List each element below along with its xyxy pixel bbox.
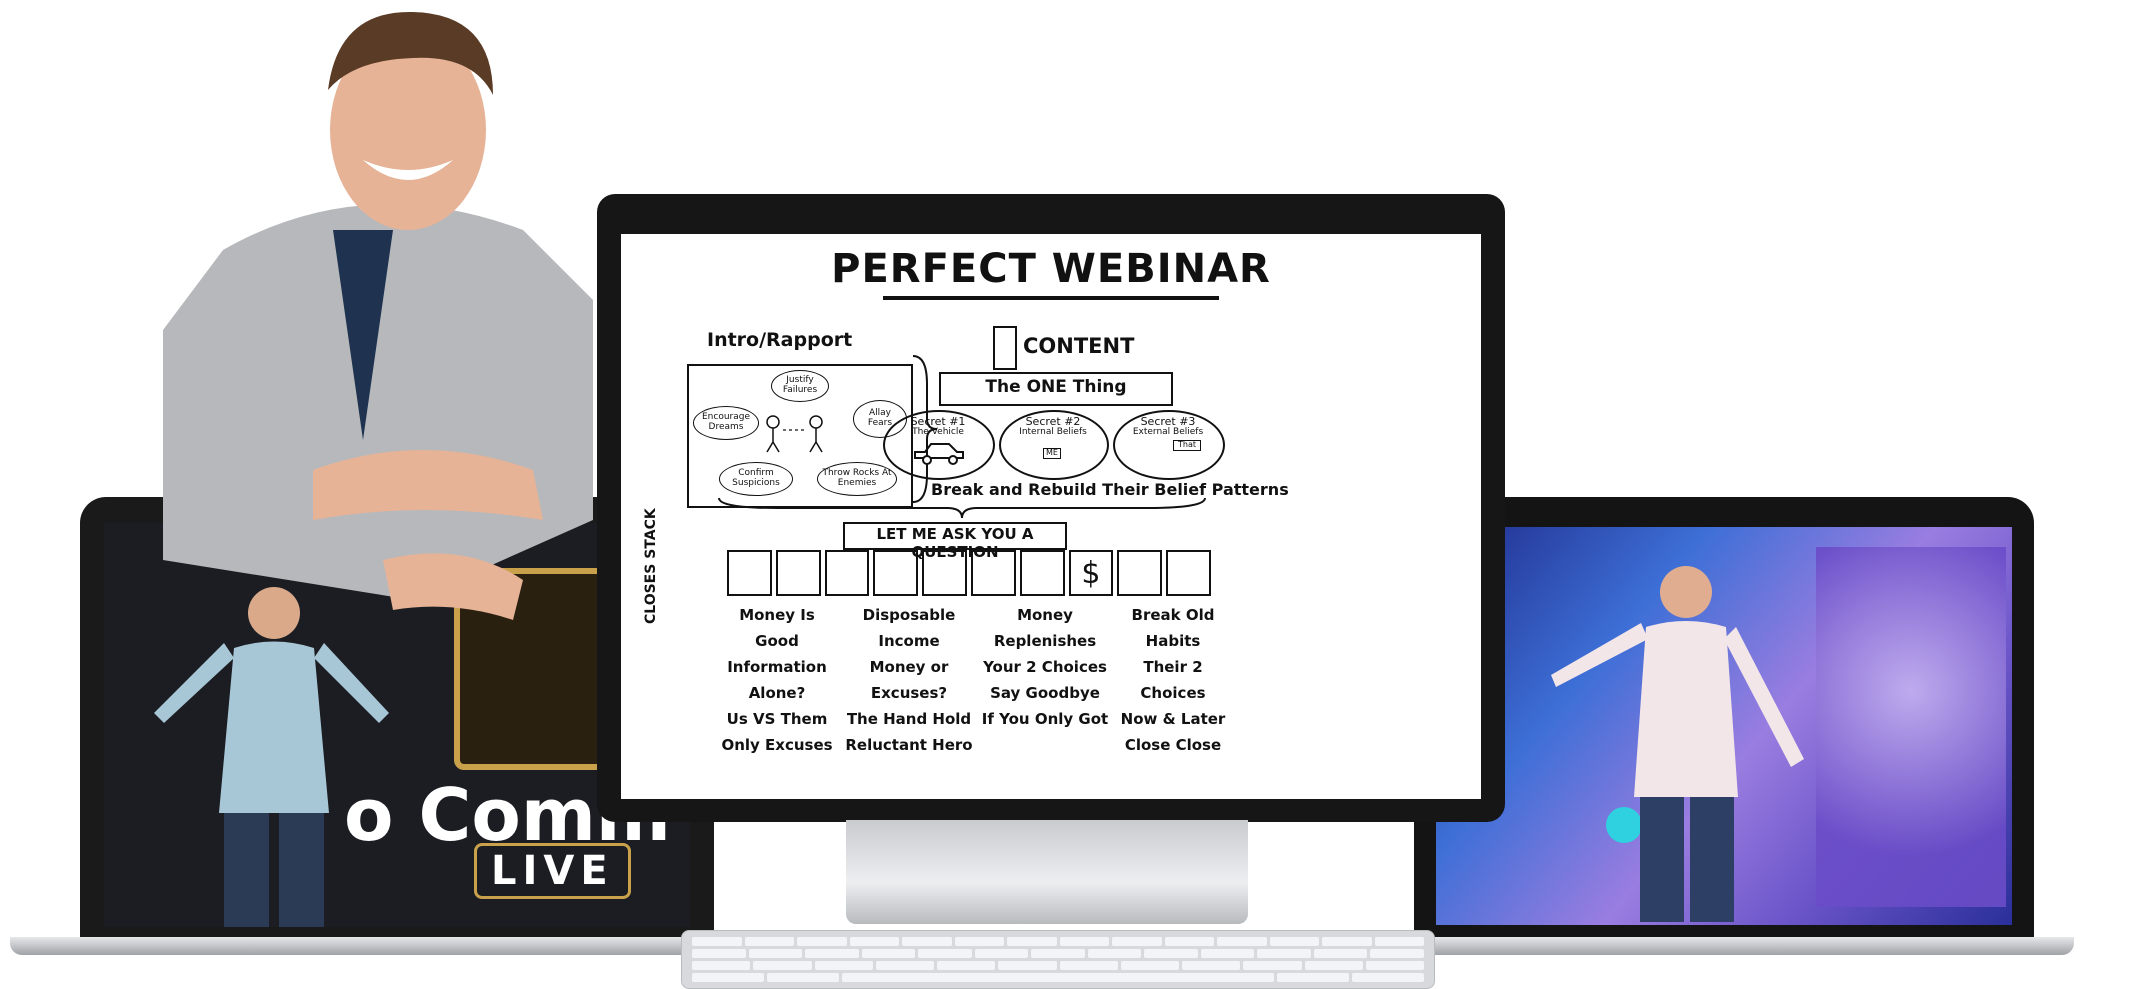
close-column-3: Money Replenishes Your 2 Choices Say Goo…: [979, 602, 1111, 732]
key-row: [692, 937, 1424, 946]
right-laptop-base: [1374, 937, 2074, 955]
intro-bubble-encourage: Encourage Dreams: [693, 406, 759, 440]
close-item: Say Goodbye: [990, 684, 1100, 702]
whiteboard-title: PERFECT WEBINAR: [831, 246, 1271, 292]
seq-box-5: [922, 550, 967, 596]
monitor-stand: [846, 820, 1248, 924]
close-item: Information Alone?: [727, 658, 827, 702]
content-label: CONTENT: [1023, 334, 1135, 358]
close-column-1: Money Is Good Information Alone? Us VS T…: [717, 602, 837, 758]
intro-label: Intro/Rapport: [707, 329, 853, 351]
question-label: LET ME ASK YOU A QUESTION: [876, 525, 1034, 561]
seq-box-10: [1166, 550, 1211, 596]
close-item: Us VS Them: [726, 710, 828, 728]
close-column-4: Break Old Habits Their 2 Choices Now & L…: [1113, 602, 1233, 758]
speaker-figure-right: [1551, 566, 1804, 922]
one-thing-label: The ONE Thing: [985, 377, 1127, 397]
secret-1-subtitle: The Vehicle: [912, 427, 964, 437]
close-item: Money Is Good: [739, 606, 815, 650]
stage-light-orb: [1606, 807, 1642, 843]
close-item: Your 2 Choices: [983, 658, 1107, 676]
speaker-figure-left: [154, 587, 389, 927]
presenter-photo: [163, 11, 593, 620]
key-row: [692, 949, 1424, 958]
close-item: Now & Later: [1120, 710, 1226, 728]
me-sign: ME: [1043, 448, 1061, 459]
close-item: Disposable Income: [862, 606, 956, 650]
seq-box-6: [970, 550, 1016, 596]
close-item: Reluctant Hero: [845, 736, 973, 754]
desktop-monitor: PERFECT WEBINAR Intro/Rapport Justify Fa…: [597, 194, 1505, 822]
belief-brace: [718, 497, 1206, 519]
seq-box-8: $: [1068, 550, 1114, 596]
secret-3-title: Secret #3: [1140, 415, 1196, 428]
secret-2-title: Secret #2: [1025, 415, 1081, 428]
close-item: Break Old Habits: [1131, 606, 1215, 650]
secret-1-title: Secret #1: [910, 415, 966, 428]
seq-box-7: [1019, 550, 1065, 596]
intro-bubble-justify: Justify Failures: [771, 370, 829, 402]
close-item: Their 2 Choices: [1140, 658, 1206, 702]
left-laptop-base: [10, 937, 783, 955]
close-item: Only Excuses: [721, 736, 833, 754]
intro-stick-figures: [766, 415, 823, 453]
question-box: [843, 522, 1067, 550]
that-sign: That: [1173, 440, 1201, 451]
key-row: [692, 973, 1424, 982]
close-column-2: Disposable Income Money or Excuses? The …: [843, 602, 975, 758]
seq-box-3: [824, 550, 870, 596]
secret-3-bubble: [1113, 410, 1225, 480]
secret-2-subtitle: Internal Beliefs: [1019, 427, 1087, 437]
closes-stack-label: CLOSES STACK: [643, 508, 659, 624]
live-badge: LIVE: [474, 843, 631, 899]
close-item: If You Only Got: [981, 710, 1109, 728]
close-item: Money or Excuses?: [869, 658, 949, 702]
title-underline: [883, 296, 1219, 300]
sequence-boxes: $: [727, 550, 1211, 596]
seq-box-4: [873, 550, 919, 596]
car-icon: [914, 443, 964, 465]
whiteboard-screen: PERFECT WEBINAR Intro/Rapport Justify Fa…: [621, 234, 1481, 799]
close-item: The Hand Hold: [846, 710, 972, 728]
right-laptop-screen: [1436, 527, 2012, 925]
close-item: Close Close: [1124, 736, 1222, 754]
seq-box-9: [1117, 550, 1163, 596]
secret-3-subtitle: External Beliefs: [1132, 427, 1204, 437]
domino-icon: [993, 326, 1017, 370]
stage-glow: [1816, 547, 2006, 907]
one-thing-box: [939, 372, 1173, 406]
belief-line: Break and Rebuild Their Belief Patterns: [931, 480, 1289, 499]
intro-bubble-rocks: Throw Rocks At Enemies: [817, 462, 897, 496]
seq-box-1: [727, 550, 772, 596]
keyboard: [681, 930, 1435, 989]
secret-2-bubble: [999, 410, 1109, 480]
intro-bubble-confirm: Confirm Suspicions: [719, 462, 793, 496]
close-item: Money Replenishes: [993, 606, 1097, 650]
key-row: [692, 961, 1424, 970]
secret-1-bubble: [883, 410, 995, 480]
seq-box-2: [775, 550, 821, 596]
right-laptop: [1374, 497, 2074, 955]
